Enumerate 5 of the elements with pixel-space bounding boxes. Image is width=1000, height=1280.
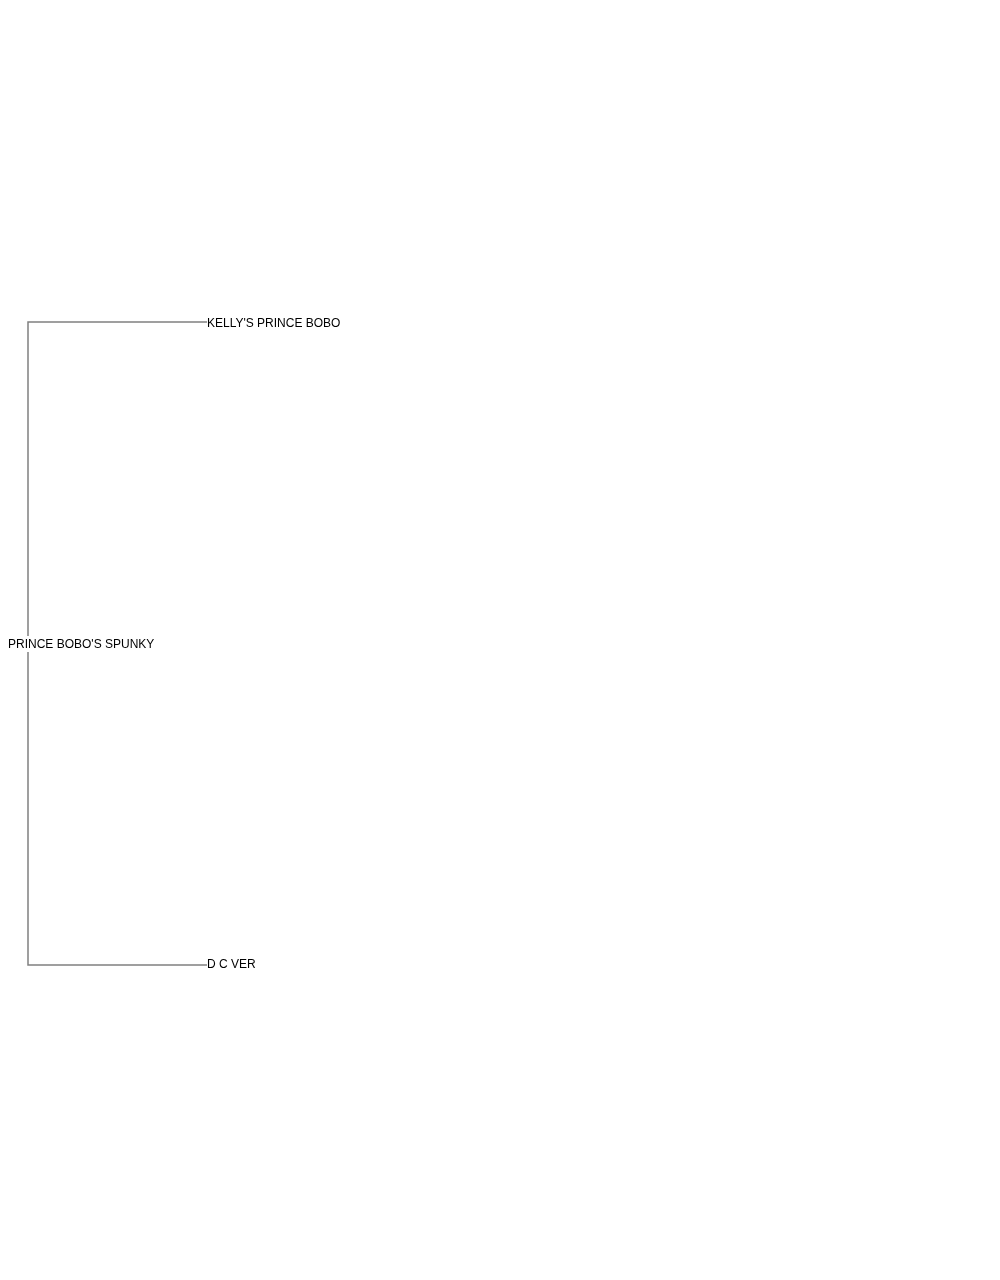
name-label: D C VER xyxy=(207,956,256,972)
connector-line xyxy=(27,651,208,966)
name-label: PRINCE BOBO'S SPUNKY xyxy=(8,636,155,652)
connector-line xyxy=(27,321,208,637)
name-label: KELLY'S PRINCE BOBO xyxy=(207,315,341,331)
